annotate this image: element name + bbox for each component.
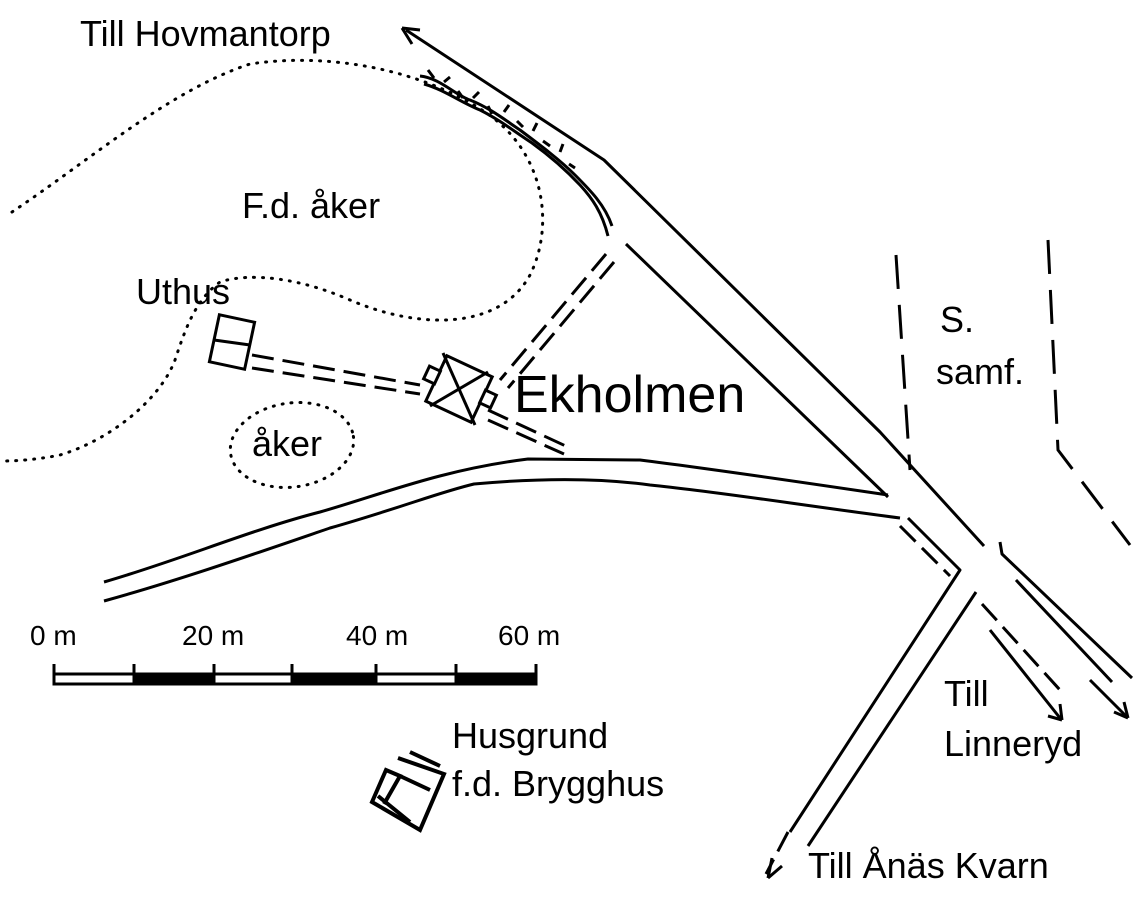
road-south-dashes — [764, 831, 790, 875]
main-road — [405, 28, 1134, 684]
label-former-field: F.d. åker — [242, 185, 380, 226]
scale-tick-60: 60 m — [498, 620, 560, 651]
label-field: åker — [252, 423, 322, 464]
side-road-west — [103, 457, 901, 603]
community-boundary-east — [1046, 239, 1132, 546]
scale-bar: 0 m 20 m 40 m 60 m — [30, 620, 560, 686]
outhouse-building — [207, 313, 257, 371]
road-centre-dashes — [898, 524, 1062, 692]
community-boundary-west — [894, 254, 912, 471]
label-outhouse: Uthus — [136, 271, 230, 312]
label-foundation-1: Husgrund — [452, 715, 608, 756]
label-to-linneryd-1: Till — [944, 673, 989, 714]
label-foundation-2: f.d. Brygghus — [452, 763, 664, 804]
small-field-outline — [228, 401, 356, 489]
hedge-row — [419, 69, 614, 237]
label-to-hovmantorp: Till Hovmantorp — [80, 13, 331, 54]
label-ekholmen: Ekholmen — [514, 366, 745, 424]
road-south — [788, 516, 978, 847]
label-to-linneryd-2: Linneryd — [944, 723, 1082, 764]
arrow-hovmantorp — [400, 26, 421, 45]
label-community-2: samf. — [936, 351, 1024, 392]
label-community-1: S. — [940, 299, 974, 340]
arrow-linneryd — [988, 629, 1130, 722]
brewhouse-foundation — [369, 750, 447, 833]
scale-tick-0: 0 m — [30, 620, 77, 651]
former-field-outline — [0, 58, 545, 463]
ekholmen-house — [421, 352, 499, 426]
footpaths — [251, 253, 616, 456]
scale-tick-20: 20 m — [182, 620, 244, 651]
scale-tick-40: 40 m — [346, 620, 408, 651]
label-to-anas-kvarn: Till Ånäs Kvarn — [808, 845, 1049, 886]
